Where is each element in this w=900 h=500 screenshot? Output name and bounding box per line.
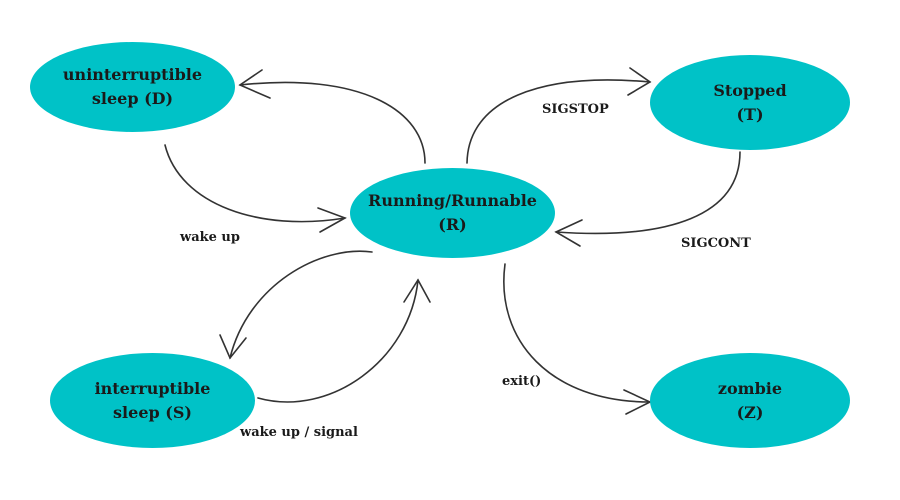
state-zombie-line1: zombie [717,378,783,398]
state-stopped-line1: Stopped [713,80,787,100]
arrowhead-running-to-stopped [627,67,652,96]
arrow-running-to-uninterruptible [239,81,426,164]
edge-label-wake-up: wake up [180,230,240,245]
arrow-running-to-zombie [503,263,651,403]
state-stopped: Stopped (T) [650,55,850,150]
state-uninterruptible-sleep: uninterruptible sleep (D) [30,42,235,132]
arrowhead-running-to-uninterruptible [238,69,271,99]
edge-label-sigstop: SIGSTOP [542,102,609,117]
arrow-interruptible-to-running [257,279,419,403]
state-running-line2: (R) [438,215,467,234]
edge-label-sigcont: SIGCONT [681,236,751,251]
edge-label-exit: exit() [502,374,542,389]
arrowhead-uninterruptible-to-running [317,207,347,233]
arrow-uninterruptible-to-running [164,144,346,223]
state-interruptible-sleep: interruptible sleep (S) [50,353,255,448]
state-stopped-line2: (T) [736,104,764,124]
arrowhead-stopped-to-running [554,219,583,247]
state-uninterruptible-line2: sleep (D) [91,89,174,108]
edge-label-wake-up-signal: wake up / signal [240,425,358,440]
state-uninterruptible-line1: uninterruptible [62,65,203,84]
state-zombie-line2: (Z) [736,402,764,422]
arrowhead-running-to-interruptible [219,334,247,360]
state-interruptible-line2: sleep (S) [113,402,192,422]
state-running-line1: Running/Runnable [368,191,537,210]
arrowhead-interruptible-to-running [403,278,431,303]
state-zombie: zombie (Z) [650,353,850,448]
state-running: Running/Runnable (R) [350,168,555,258]
arrow-running-to-interruptible [229,250,373,359]
state-interruptible-line1: interruptible [94,378,211,398]
arrow-running-to-stopped [466,79,651,164]
arrow-stopped-to-running [555,151,741,235]
